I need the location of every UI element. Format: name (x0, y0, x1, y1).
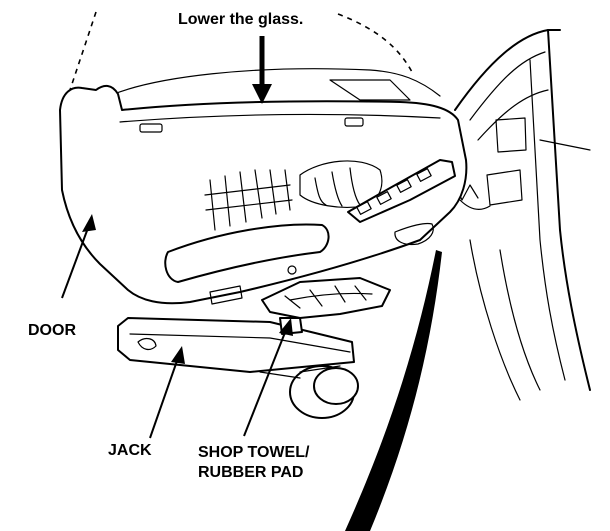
pad-leader-curve (345, 250, 442, 531)
towel-leader-arrow (243, 318, 293, 437)
floor-jack (117, 317, 359, 419)
door-glass (99, 68, 441, 101)
lower-glass-arrow (252, 36, 272, 104)
door-label: DOOR (28, 322, 76, 339)
shop-towel-rubber-pad (261, 277, 391, 319)
vehicle-body-opening (454, 29, 591, 401)
door-panel (59, 84, 468, 305)
jack-label: JACK (108, 442, 152, 459)
glass-path-left-dashed (69, 11, 97, 91)
towel-label-line2: RUBBER PAD (198, 464, 303, 481)
instruction-label: Lower the glass. (178, 11, 303, 28)
door-leader-arrow (61, 214, 96, 299)
jack-leader-arrow (149, 346, 185, 439)
glass-path-right-dashed (337, 13, 413, 73)
towel-label-line1: SHOP TOWEL/ (198, 444, 310, 461)
